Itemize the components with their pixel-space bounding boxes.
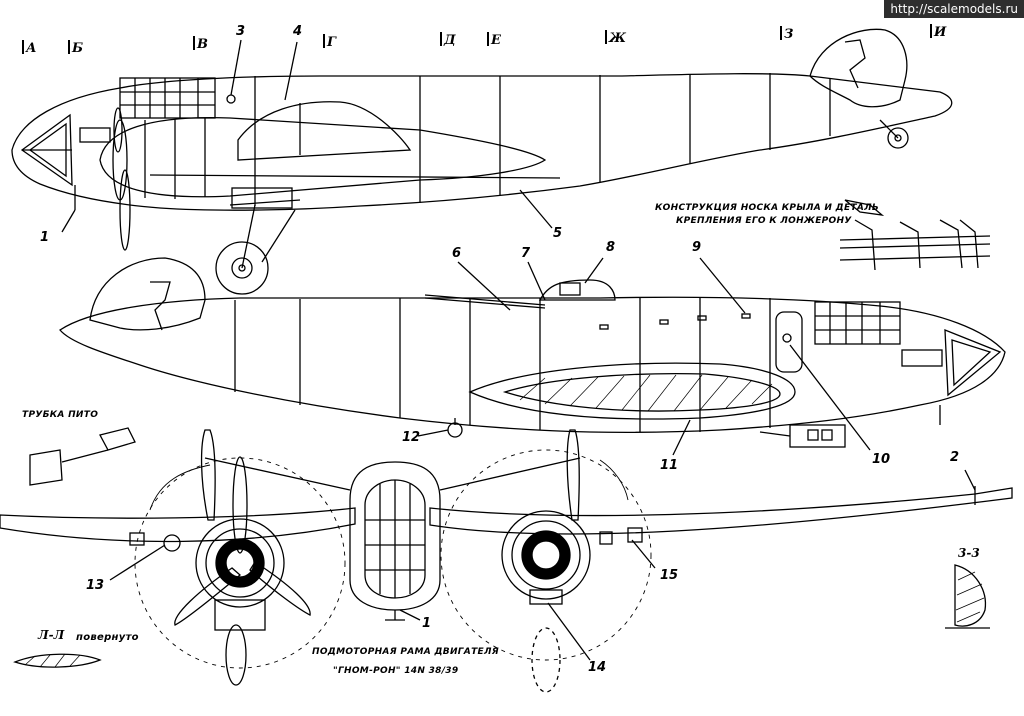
callout-12: 12 <box>402 430 421 445</box>
callout-4: 4 <box>293 24 303 39</box>
section-marker-g: Г <box>323 34 336 50</box>
callout-10: 10 <box>872 452 891 467</box>
callout-1-top: 1 <box>40 230 50 245</box>
section-marker-d: Д <box>440 32 456 48</box>
section-marker-v: В <box>193 36 208 52</box>
caption-engine-mount-2: "ГНОМ-РОН" 14N 38/39 <box>333 666 459 676</box>
callout-3: 3 <box>236 24 246 39</box>
callout-7: 7 <box>521 246 531 261</box>
callout-5: 5 <box>553 226 563 241</box>
caption-pitot: ТРУБКА ПИТО <box>22 410 99 420</box>
section-marker-z: З <box>780 26 793 42</box>
label-section-l-l: Л-Л <box>38 628 65 642</box>
callout-2: 2 <box>950 450 960 465</box>
section-marker-i: И <box>930 24 946 40</box>
caption-engine-mount: ПОДМОТОРНАЯ РАМА ДВИГАТЕЛЯ <box>312 647 499 657</box>
side-view-lower <box>59 257 1006 456</box>
callout-13: 13 <box>86 578 105 593</box>
front-view <box>0 429 1013 693</box>
callout-6: 6 <box>452 246 462 261</box>
section-marker-zh: Ж <box>605 30 626 46</box>
label-section-l-l-note: повернуто <box>76 632 139 643</box>
callout-9: 9 <box>692 240 702 255</box>
callout-15: 15 <box>660 568 679 583</box>
callout-14: 14 <box>588 660 607 675</box>
section-marker-b: Б <box>68 40 83 56</box>
section-marker-a: А <box>22 40 37 56</box>
detail-sketches <box>13 199 991 668</box>
caption-wing-nose: КОНСТРУКЦИЯ НОСКА КРЫЛА И ДЕТАЛЬ <box>655 203 880 213</box>
section-marker-e: Е <box>487 32 501 48</box>
watermark-url[interactable]: http://scalemodels.ru <box>884 0 1024 18</box>
caption-wing-nose-2: КРЕПЛЕНИЯ ЕГО К ЛОНЖЕРОНУ <box>676 216 852 226</box>
callout-8: 8 <box>606 240 616 255</box>
callout-1-bottom: 1 <box>422 616 432 631</box>
side-view-upper <box>11 28 953 295</box>
label-section-3-3: 3-3 <box>958 546 980 560</box>
callout-11: 11 <box>660 458 679 473</box>
